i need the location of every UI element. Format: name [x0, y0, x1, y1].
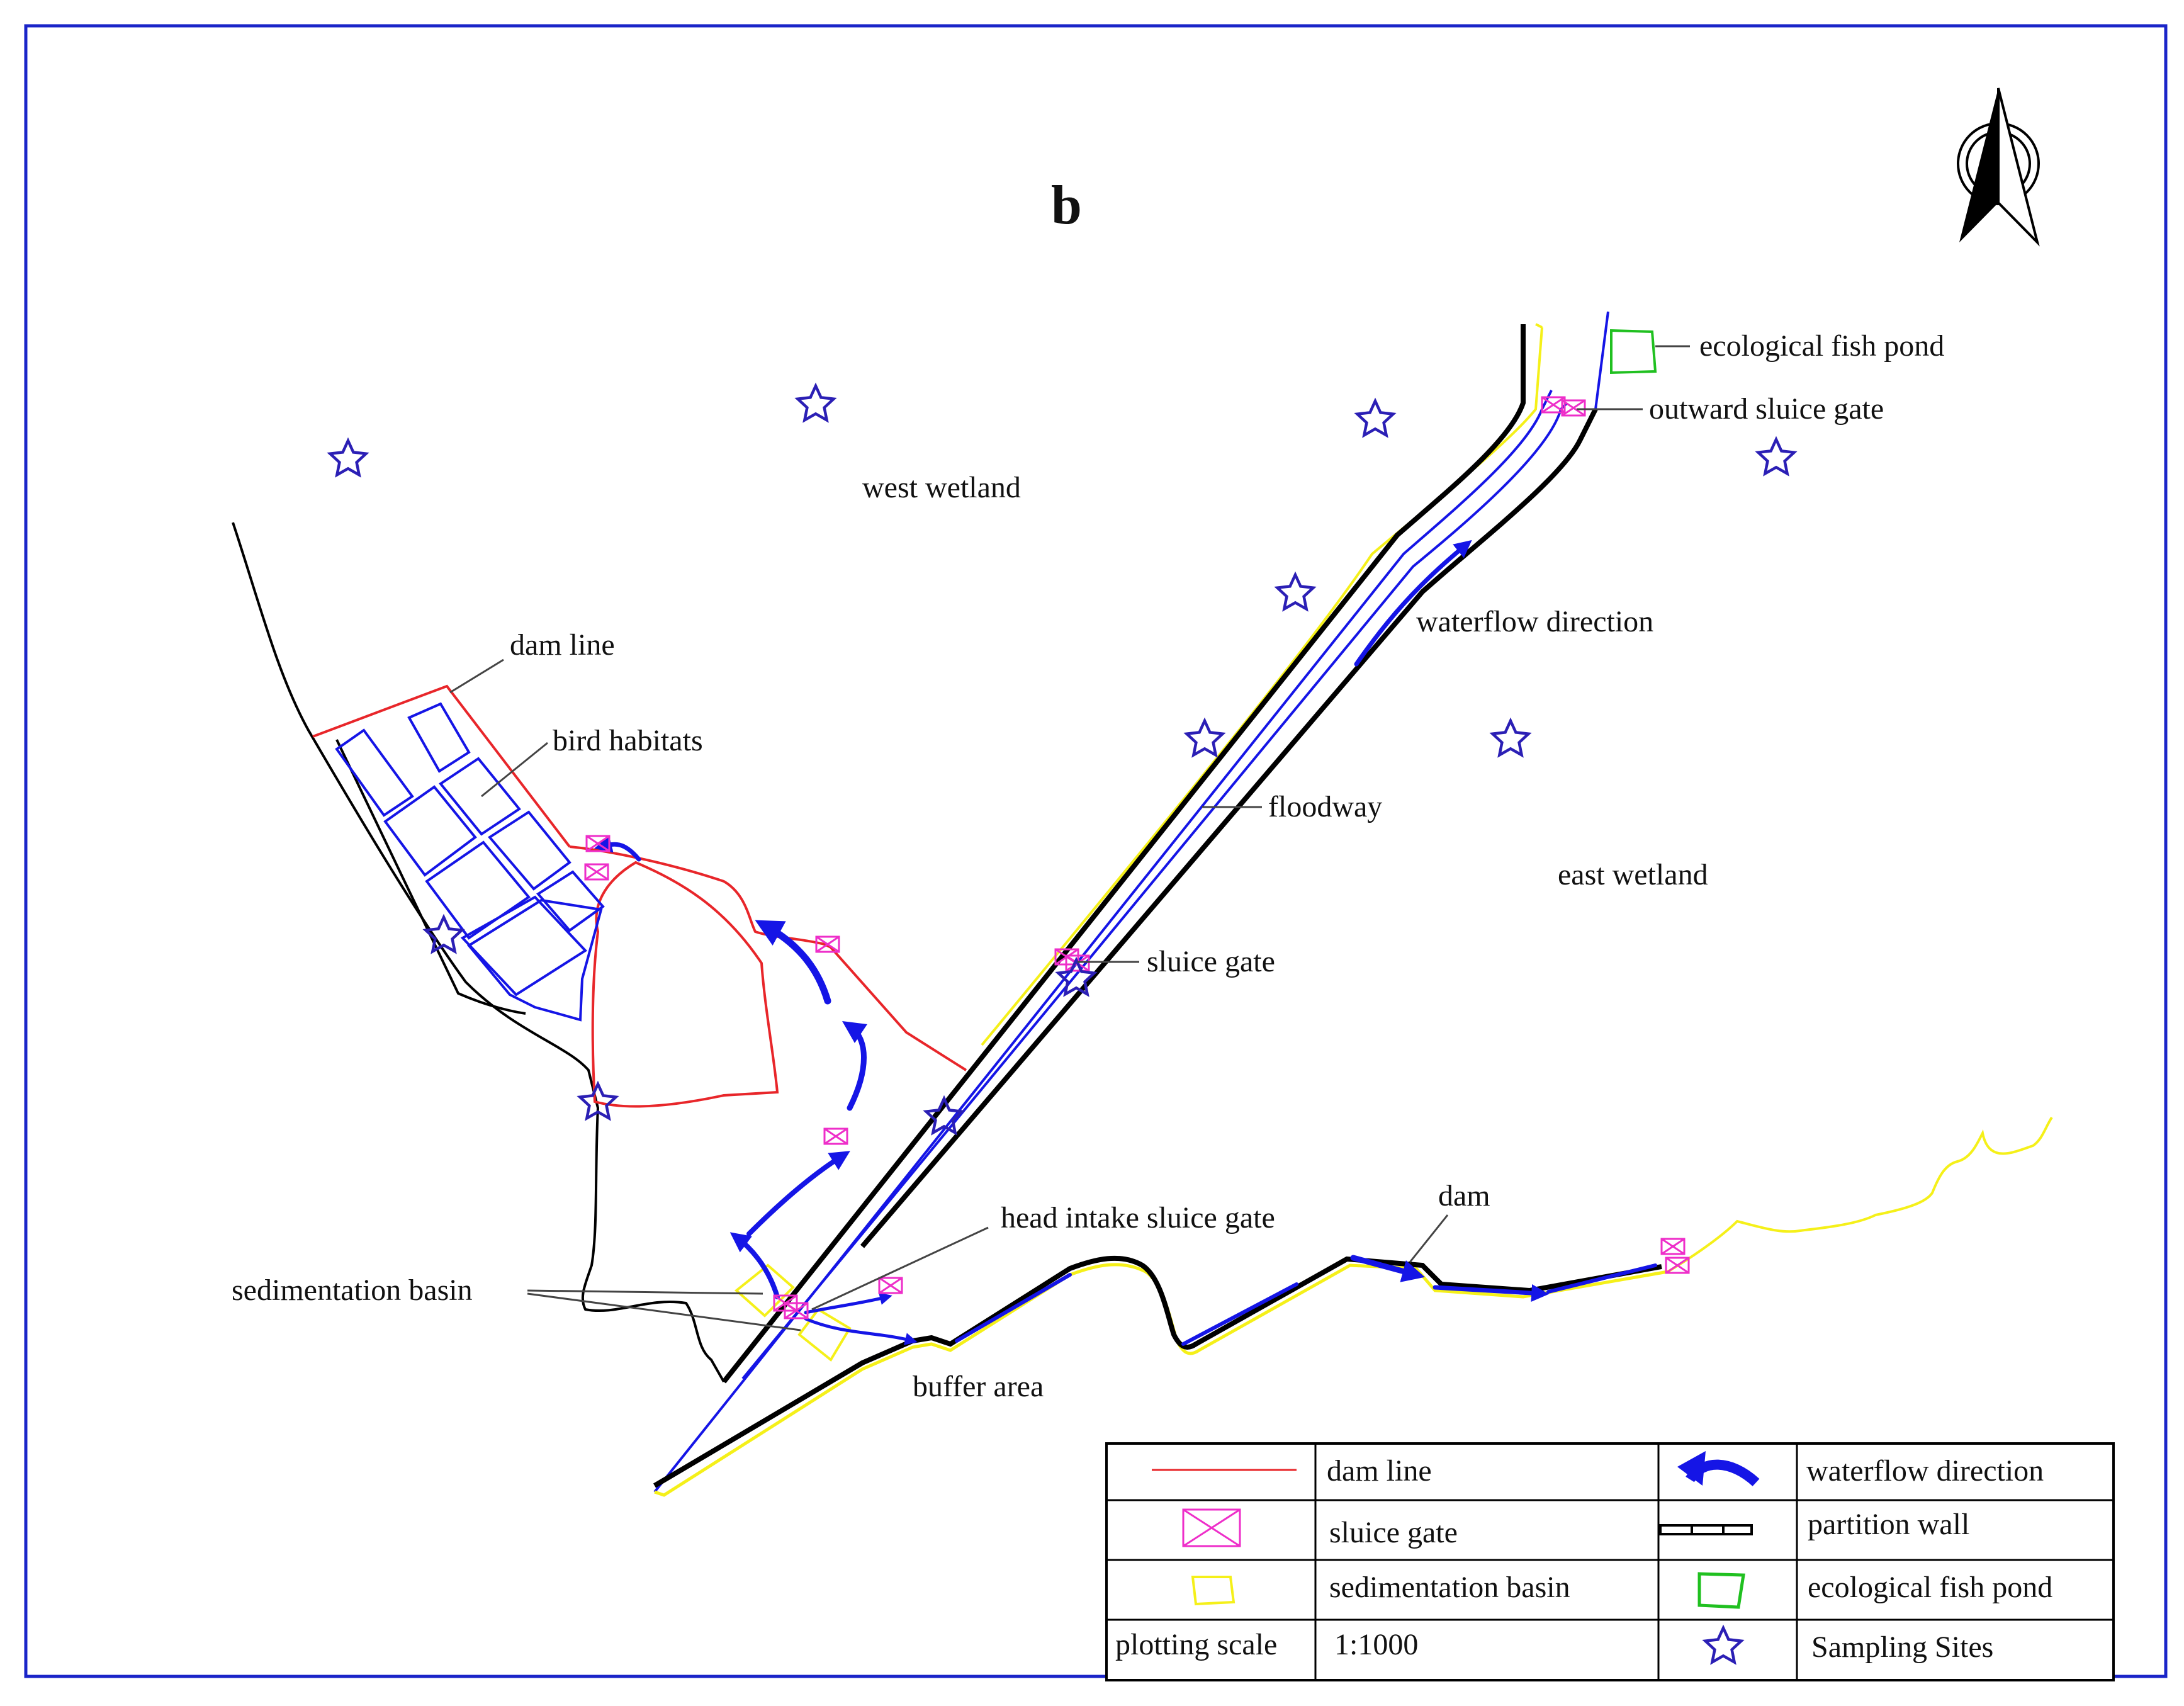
label-sluice-gate: sluice gate	[1147, 945, 1275, 978]
legend-box	[1105, 1442, 2115, 1681]
map-frame	[24, 24, 2168, 1678]
label-outward-sluice-gate: outward sluice gate	[1649, 392, 1884, 426]
star-icon	[798, 386, 834, 420]
dam-line-bird	[312, 684, 967, 1108]
label-dam: dam	[1438, 1179, 1490, 1212]
sedimentation-basin-legend-icon	[1191, 1576, 1236, 1606]
star-icon	[1759, 439, 1794, 473]
legend-sedimentation-basin: sedimentation basin	[1329, 1571, 1570, 1604]
sluice-gate-icon	[1665, 1257, 1690, 1274]
panel-label: b	[1051, 175, 1082, 236]
label-waterflow-direction: waterflow direction	[1416, 605, 1653, 638]
sluice-gate-legend-icon	[1182, 1508, 1241, 1547]
sedimentation-basins	[734, 1263, 852, 1362]
star-icon	[1278, 575, 1314, 609]
legend-dam-line: dam line	[1327, 1454, 1432, 1488]
sedimentation-basin-icon	[734, 1263, 795, 1318]
label-west-wetland: west wetland	[862, 471, 1021, 504]
label-dam-line: dam line	[510, 628, 615, 662]
ecological-fish-pond-legend-icon	[1697, 1572, 1745, 1609]
legend-plotting-scale-value: 1:1000	[1334, 1628, 1418, 1661]
star-icon	[1358, 401, 1393, 435]
sluice-gate-icon	[823, 1127, 848, 1145]
leader-lines	[449, 345, 1690, 1331]
legend-ecological-fish-pond: ecological fish pond	[1808, 1571, 2052, 1604]
coastline	[232, 522, 725, 1382]
label-buffer-area: buffer area	[913, 1370, 1044, 1403]
sluice-gate-icon	[584, 863, 609, 881]
sluice-gate-icon	[878, 1277, 903, 1294]
label-east-wetland: east wetland	[1558, 858, 1708, 891]
north-arrow-icon	[1957, 88, 2040, 247]
legend-plotting-scale-label: plotting scale	[1115, 1628, 1277, 1661]
star-icon	[330, 441, 366, 475]
legend-sampling-sites: Sampling Sites	[1811, 1630, 1993, 1664]
star-icon	[580, 1084, 616, 1118]
sampling-sites	[330, 386, 1794, 1133]
label-floodway: floodway	[1268, 790, 1382, 823]
map-labels: ecological fish pond outward sluice gate…	[232, 329, 1944, 1403]
bird-habitats	[335, 702, 605, 1022]
ecological-fish-pond-icon	[1610, 329, 1657, 375]
floodway	[653, 311, 1609, 1493]
legend-partition-wall: partition wall	[1808, 1508, 1969, 1541]
label-head-intake-sluice-gate: head intake sluice gate	[1001, 1201, 1275, 1234]
legend-sluice-gate: sluice gate	[1329, 1516, 1458, 1549]
label-ecological-fish-pond: ecological fish pond	[1699, 329, 1944, 363]
label-sedimentation-basin: sedimentation basin	[232, 1274, 473, 1307]
legend-waterflow-direction: waterflow direction	[1806, 1454, 2044, 1488]
sedimentation-basin-icon	[797, 1308, 852, 1362]
label-bird-habitats: bird habitats	[553, 724, 703, 757]
waterflow-arrows	[594, 539, 1657, 1346]
dam	[653, 1116, 2053, 1497]
star-icon	[1493, 721, 1529, 755]
sluice-gate-icon	[1660, 1238, 1686, 1255]
partition-wall-legend-icon	[1659, 1524, 1753, 1535]
legend: dam line waterflow direction sluice gate…	[1105, 1442, 2115, 1681]
star-icon	[1187, 721, 1223, 755]
